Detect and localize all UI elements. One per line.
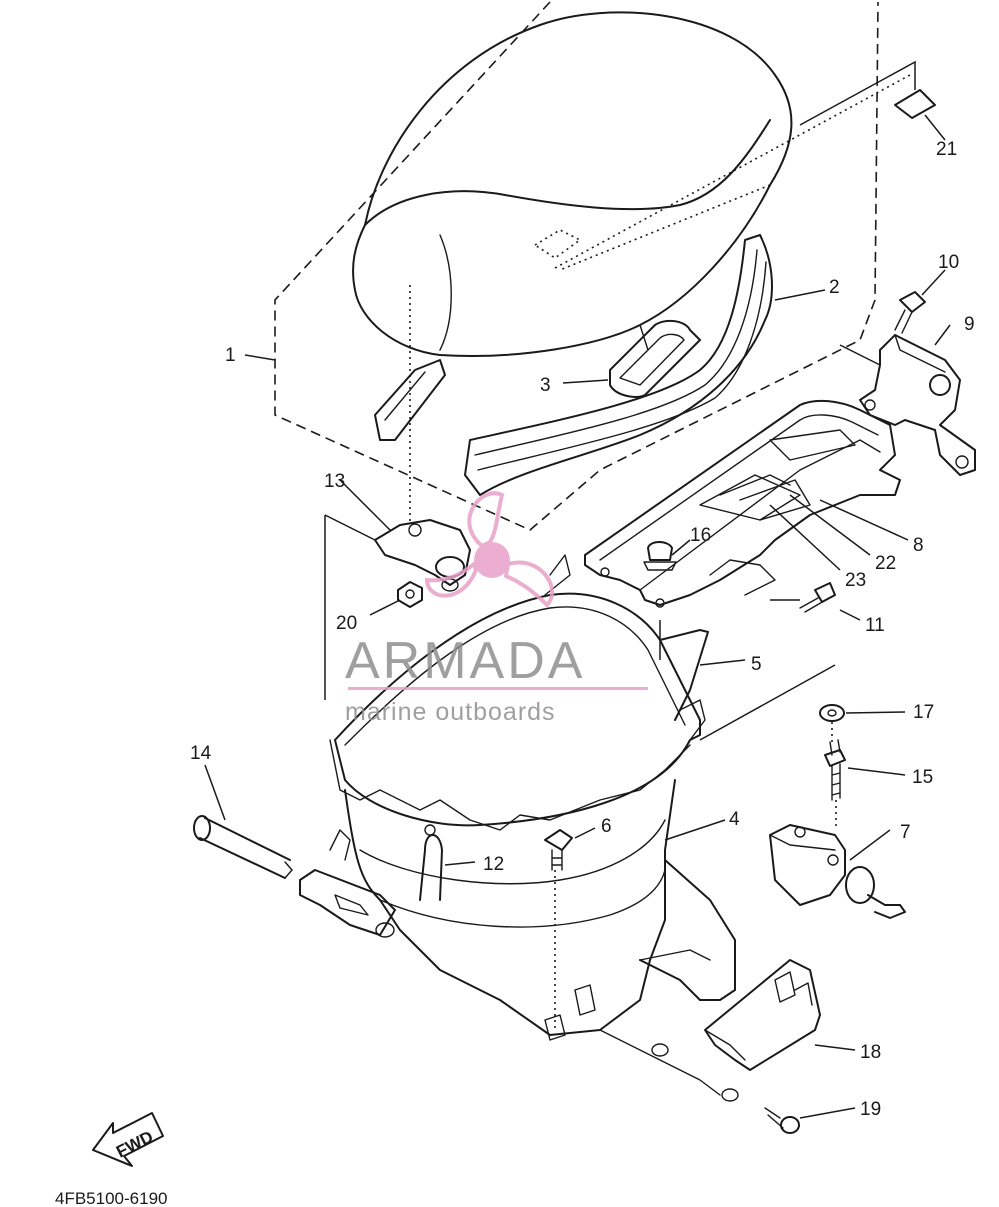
callout-3: 3 xyxy=(540,375,551,396)
bracket-13 xyxy=(374,519,471,592)
callout-2: 2 xyxy=(829,277,840,298)
callout-15: 15 xyxy=(912,767,933,788)
callout-5: 5 xyxy=(751,654,762,675)
callout-16: 16 xyxy=(690,525,711,546)
callout-20: 20 xyxy=(336,613,357,634)
hinge-bracket xyxy=(859,334,976,476)
washer-17 xyxy=(819,704,845,722)
callout-18: 18 xyxy=(860,1042,881,1063)
fwd-arrow: FWD xyxy=(92,1112,164,1167)
seat xyxy=(352,11,911,357)
callout-8: 8 xyxy=(913,535,924,556)
callout-12: 12 xyxy=(483,854,504,875)
storage-box-liner xyxy=(329,554,709,831)
seat-strip-left xyxy=(374,359,446,441)
caution-label xyxy=(894,89,936,119)
callout-11: 11 xyxy=(865,615,885,636)
callout-4: 4 xyxy=(729,809,740,830)
callout-6: 6 xyxy=(601,816,612,837)
strap-12 xyxy=(419,824,443,901)
callout-21: 21 xyxy=(936,139,957,160)
callout-23: 23 xyxy=(845,570,866,591)
callout-19: 19 xyxy=(860,1099,881,1120)
watermark-brand: ARMADA xyxy=(345,632,585,690)
watermark-tagline: marine outboards xyxy=(345,698,556,726)
bolt-6 xyxy=(544,829,573,871)
pin-14 xyxy=(193,815,293,879)
armada-watermark: ARMADA marine outboards xyxy=(345,491,648,726)
screw-19 xyxy=(764,1107,800,1134)
seal-strip xyxy=(464,234,773,496)
cover-18 xyxy=(704,959,821,1071)
callout-17: 17 xyxy=(913,702,934,723)
stud-15 xyxy=(824,739,846,801)
propeller-icon xyxy=(424,491,554,608)
leader-lines xyxy=(204,60,951,1119)
callout-9: 9 xyxy=(964,314,975,335)
seat-assembly-boundary xyxy=(274,1,879,531)
callout-1: 1 xyxy=(225,345,236,366)
callout-22: 22 xyxy=(875,553,896,574)
assembly-lines xyxy=(324,285,837,1030)
callout-7: 7 xyxy=(900,822,911,843)
bolt-11 xyxy=(799,582,836,613)
callout-numbers: 1 2 3 4 5 6 7 8 9 10 11 12 13 14 15 16 1… xyxy=(190,139,975,1120)
callout-14: 14 xyxy=(190,743,212,764)
part-code: 4FB5100-6190 xyxy=(55,1189,167,1207)
callout-13: 13 xyxy=(324,471,345,492)
callout-10: 10 xyxy=(938,252,959,273)
seat-lock xyxy=(769,824,906,919)
seat-latch xyxy=(609,319,701,398)
nut-20 xyxy=(397,581,423,608)
bolt-10 xyxy=(894,291,926,334)
watermark-divider xyxy=(348,687,648,690)
grommet-16 xyxy=(643,541,677,571)
storage-box xyxy=(299,779,739,1102)
rear-frame xyxy=(584,399,901,608)
